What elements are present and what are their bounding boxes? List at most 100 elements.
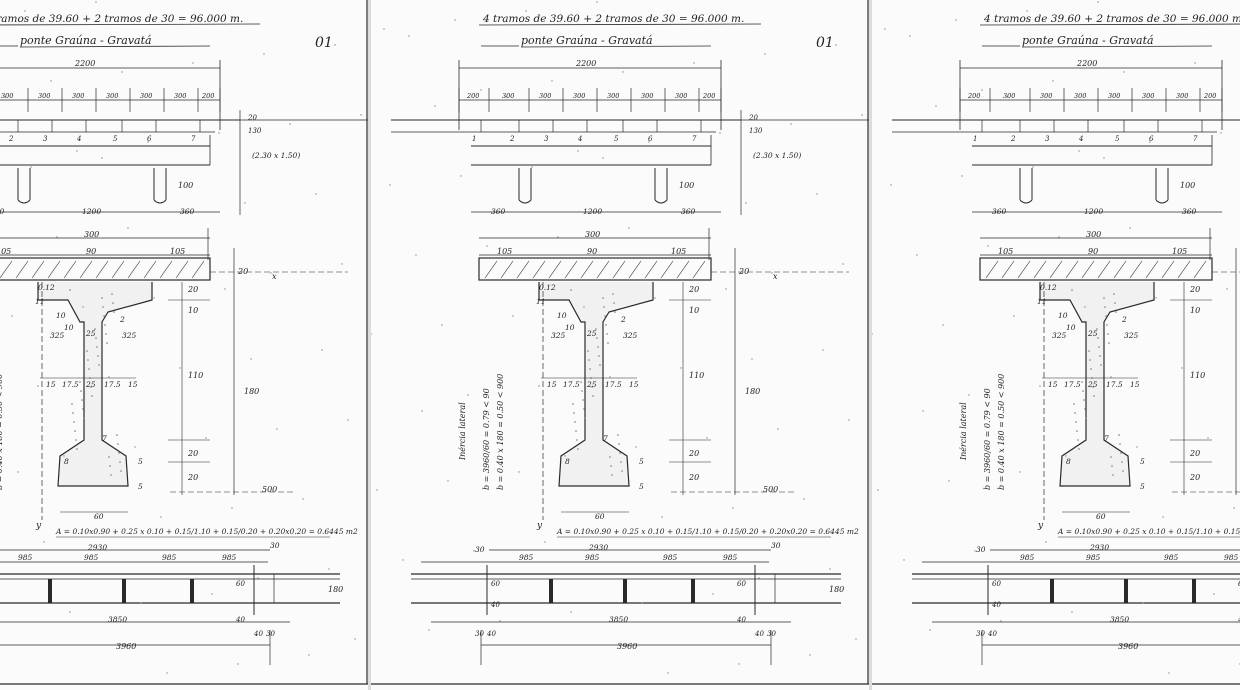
- plan-span-label: 300: [1003, 92, 1015, 100]
- elevation-segment: 985: [663, 553, 678, 562]
- slab-thickness-label: 20: [237, 267, 248, 276]
- scan-speckle: [661, 516, 663, 518]
- elevation-mark: 40: [490, 601, 500, 609]
- concrete-stipple: [111, 293, 113, 295]
- bottom-width-label: 60: [1096, 512, 1106, 521]
- scan-speckle: [1220, 132, 1222, 134]
- web-dimension: 10: [64, 323, 74, 332]
- plan-span-label: 300: [140, 92, 152, 100]
- plan-bottom-dimension: 360: [992, 207, 1007, 216]
- scan-speckle: [1019, 471, 1021, 473]
- elevation-segment: 985: [1086, 553, 1101, 562]
- scan-speckle: [1058, 236, 1060, 238]
- diaphragm: [549, 579, 553, 603]
- elevation-segment: 985: [162, 553, 177, 562]
- concrete-stipple: [116, 434, 118, 436]
- concrete-stipple: [621, 470, 623, 472]
- plan-overall-dimension: 2200: [74, 59, 95, 68]
- scan-speckle: [518, 471, 520, 473]
- elevation-bottom-dimension: 3850: [1110, 615, 1129, 624]
- pile-base: [654, 199, 668, 204]
- scan-speckle: [1136, 446, 1138, 448]
- scan-speckle: [1168, 672, 1170, 674]
- concrete-stipple: [71, 403, 73, 405]
- concrete-stipple: [69, 289, 71, 291]
- slab-hatch: [0, 260, 13, 279]
- web-dimension: 325: [623, 331, 638, 340]
- beam-mark: 4: [577, 135, 582, 143]
- section-right-dimension: 110: [188, 371, 203, 380]
- scan-speckle: [842, 263, 844, 265]
- concrete-stipple: [106, 342, 108, 344]
- web-mid-dimension: 15: [547, 380, 557, 389]
- beam-mark: 2: [8, 135, 14, 143]
- scan-speckle: [231, 507, 233, 509]
- elevation-segment: 985: [1224, 553, 1239, 562]
- flange-dimension: 90: [587, 247, 597, 256]
- concrete-stipple: [103, 315, 105, 317]
- scan-speckle: [114, 532, 116, 534]
- slab-hatch: [516, 260, 530, 279]
- scan-speckle: [816, 193, 818, 195]
- concrete-stipple: [73, 421, 75, 423]
- beam-mark: 6: [648, 135, 653, 143]
- concrete-stipple: [1099, 355, 1101, 357]
- elevation-segment: 985: [585, 553, 600, 562]
- web-mid-dimension: 25: [85, 380, 96, 389]
- slab-hatch: [564, 260, 578, 279]
- concrete-stipple: [75, 439, 77, 441]
- concrete-stipple: [83, 417, 85, 419]
- flange-dimension: 105: [671, 247, 686, 256]
- area-formula: A = 0.10x0.90 + 0.25 x 0.10 + 0.15/1.10 …: [55, 527, 358, 536]
- scan-speckle: [1155, 297, 1157, 299]
- concrete-stipple: [76, 448, 78, 450]
- flange-dimension: 90: [1088, 247, 1098, 256]
- scan-speckle: [101, 157, 103, 159]
- scan-speckle: [764, 53, 766, 55]
- axis-x-label: x: [773, 272, 778, 281]
- scan-speckle: [745, 202, 747, 204]
- scan-speckle: [848, 419, 850, 421]
- scan-speckle: [389, 184, 391, 186]
- concrete-stipple: [101, 297, 103, 299]
- section-right-dimension: 180: [745, 387, 760, 396]
- pile-height-label: 100: [1180, 181, 1195, 190]
- concrete-stipple: [87, 359, 89, 361]
- scan-speckle: [570, 611, 572, 613]
- drawing-panel-right: 4 tramos de 39.60 + 2 tramos de 30 = 96.…: [872, 0, 1240, 690]
- scan-speckle: [732, 507, 734, 509]
- scan-speckle: [877, 489, 879, 491]
- scan-speckle: [360, 114, 362, 116]
- beam-mark: 6: [147, 135, 152, 143]
- slab-hatch: [596, 260, 610, 279]
- beam-mark: 1: [973, 135, 977, 143]
- scan-speckle: [341, 263, 343, 265]
- drawing-panel-left: 4 tramos de 39.60 + 2 tramos de 30 = 96.…: [0, 0, 368, 690]
- scan-speckle: [263, 53, 265, 55]
- beam-mark: 5: [113, 135, 118, 143]
- plan-span-label: 200: [1203, 92, 1216, 100]
- concrete-stipple: [1092, 386, 1094, 388]
- web-dimension: 11: [35, 297, 45, 306]
- section-right-dimension: 110: [689, 371, 704, 380]
- scan-speckle: [1123, 71, 1125, 73]
- section-right-dimension: 20: [1189, 449, 1200, 458]
- header-title-line: 4 tramos de 39.60 + 2 tramos de 30 = 96.…: [983, 13, 1240, 25]
- scan-speckle: [751, 358, 753, 360]
- concrete-stipple: [1110, 456, 1112, 458]
- concrete-stipple: [604, 315, 606, 317]
- slab-hatch: [63, 260, 77, 279]
- axis-y-label: y: [1037, 521, 1044, 531]
- header-underline: [0, 23, 261, 26]
- slab-hatch: [1017, 260, 1031, 279]
- panel-divider: [368, 0, 371, 690]
- elevation-mark: 60: [992, 580, 1001, 588]
- scan-speckle: [955, 19, 957, 21]
- web-mid-dimension: 17.5: [1106, 380, 1123, 389]
- plan-bottom-dimension: 1200: [1084, 207, 1103, 216]
- section-right-dimension: 20: [187, 449, 198, 458]
- concrete-stipple: [617, 434, 619, 436]
- concrete-stipple: [110, 474, 112, 476]
- concrete-stipple: [602, 297, 604, 299]
- flange-dimension: 90: [86, 247, 96, 256]
